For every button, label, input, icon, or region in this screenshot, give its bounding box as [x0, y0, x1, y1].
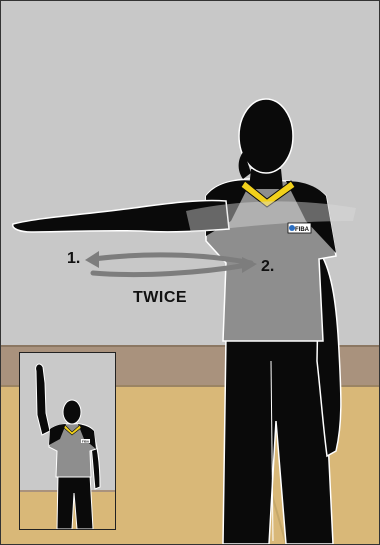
inset-previous-signal: FIBA [19, 352, 116, 530]
fiba-badge-text: FIBA [295, 227, 310, 233]
step-1-label: 1. [67, 250, 80, 268]
step-2-label: 2. [261, 258, 274, 276]
inset-scene: FIBA [20, 353, 115, 529]
inset-head [63, 400, 81, 424]
repetition-caption: TWICE [133, 289, 187, 307]
inset-badge-text: FIBA [82, 440, 90, 444]
